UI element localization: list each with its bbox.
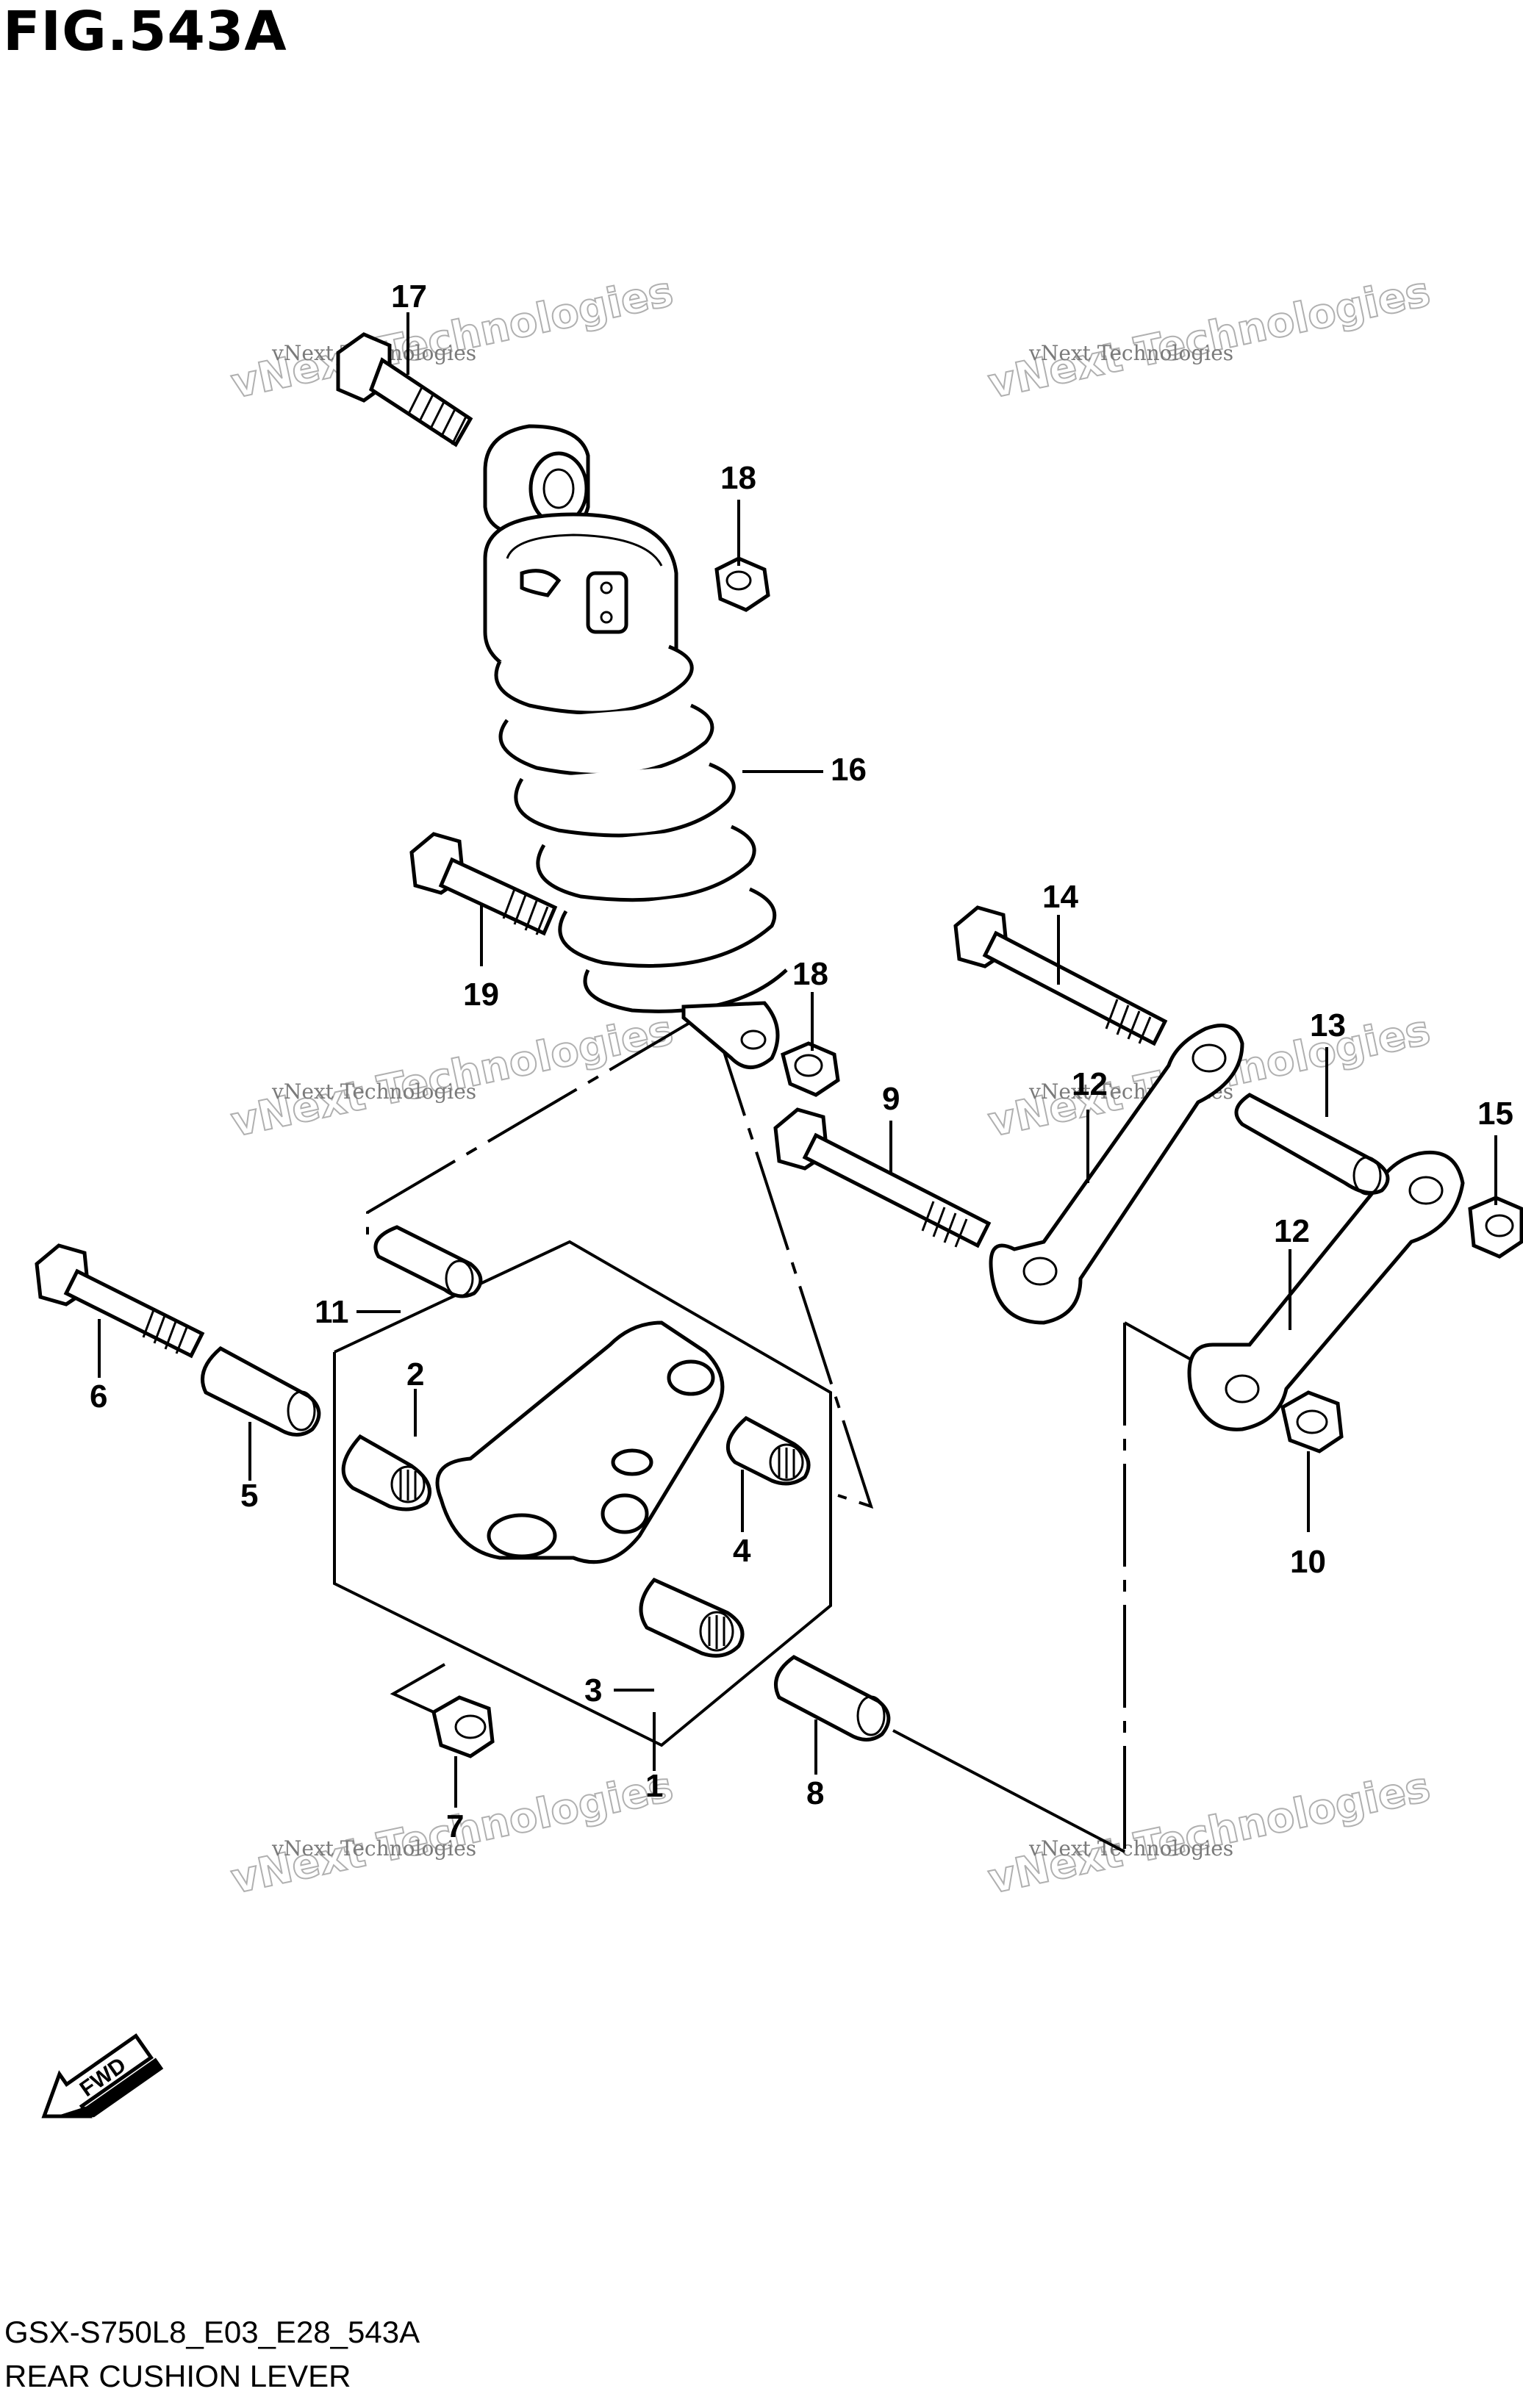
collar-13	[1234, 1093, 1390, 1196]
watermark-text: vNext Technologies	[1028, 1836, 1233, 1861]
callout-1: 1	[645, 1768, 663, 1804]
lever-box-outline	[333, 1240, 832, 1747]
rod-12-upper	[989, 1024, 1244, 1325]
callout-labels: 17 18 16 19 18 14 13 9 12 15 12 10 11 6 …	[90, 278, 1513, 1844]
collar-11	[373, 1225, 483, 1298]
watermark-text-outline: vNext Technologies	[227, 267, 677, 408]
callout-12-upper: 12	[1072, 1066, 1108, 1102]
callout-14: 14	[1042, 879, 1078, 915]
bearing-3	[639, 1577, 745, 1658]
rod-12-lower	[1187, 1150, 1465, 1431]
bearing-2	[341, 1434, 431, 1512]
watermark: vNext Technologies vNext Technologies	[226, 267, 678, 409]
bolt-14	[953, 905, 1168, 1046]
bearing-4	[726, 1415, 811, 1486]
bolt-9	[773, 1107, 992, 1248]
nut-18-lower	[781, 1041, 840, 1097]
figure-title: FIG.543A	[3, 0, 287, 63]
callout-6: 6	[90, 1379, 107, 1415]
collar-5	[201, 1345, 321, 1437]
callout-19: 19	[463, 977, 499, 1013]
bolt-6	[35, 1243, 205, 1359]
callout-18-lower: 18	[792, 956, 828, 992]
figure-code: GSX-S750L8_E03_E28_543A	[4, 2315, 420, 2349]
callout-12-lower: 12	[1274, 1213, 1310, 1249]
callout-15: 15	[1477, 1096, 1513, 1132]
callout-18-upper: 18	[720, 460, 756, 496]
watermark-text: vNext Technologies	[271, 1079, 476, 1104]
callout-5: 5	[240, 1478, 258, 1514]
watermark-text-outline: vNext Technologies	[984, 267, 1434, 408]
callout-8: 8	[806, 1775, 824, 1811]
callout-13: 13	[1310, 1007, 1346, 1043]
guide-line-rod12	[1124, 1321, 1191, 1361]
watermark: vNext Technologies vNext Technologies	[226, 1005, 678, 1147]
watermark-text: vNext Technologies	[271, 1836, 476, 1861]
guide-line-shock-left	[366, 1016, 700, 1234]
assembly-lines	[333, 1016, 1191, 1853]
guide-line-collar8	[892, 1729, 1125, 1853]
watermark-text-outline: vNext Technologies	[227, 1006, 677, 1146]
callout-3: 3	[584, 1672, 602, 1708]
nut-10	[1280, 1390, 1344, 1453]
guide-line-nut7	[390, 1663, 445, 1714]
callout-9: 9	[882, 1081, 900, 1117]
callout-2: 2	[406, 1356, 424, 1392]
watermark: vNext Technologies vNext Technologies	[983, 267, 1435, 409]
bolt-19	[409, 832, 558, 936]
leader-lines	[98, 312, 1497, 1808]
lever-1	[435, 1320, 725, 1564]
callout-4: 4	[733, 1533, 751, 1569]
nut-18-upper	[714, 556, 770, 612]
watermark-text-outline: vNext Technologies	[984, 1763, 1434, 1903]
callout-7: 7	[446, 1808, 464, 1844]
nut-15	[1468, 1196, 1523, 1259]
watermark-text: vNext Technologies	[1028, 341, 1233, 365]
callout-16: 16	[831, 752, 867, 788]
fwd-arrow-icon: FWD	[41, 2033, 164, 2118]
watermark: vNext Technologies vNext Technologies	[983, 1762, 1435, 1904]
bolt-17	[336, 332, 473, 448]
shock-absorber-16	[483, 424, 788, 1069]
guide-line-shock-right	[712, 1017, 874, 1509]
nut-7	[431, 1695, 495, 1758]
figure-name: REAR CUSHION LEVER	[4, 2359, 351, 2393]
callout-11: 11	[315, 1294, 349, 1330]
collar-8	[774, 1655, 891, 1742]
callout-17: 17	[391, 278, 427, 315]
callout-10: 10	[1290, 1544, 1326, 1580]
